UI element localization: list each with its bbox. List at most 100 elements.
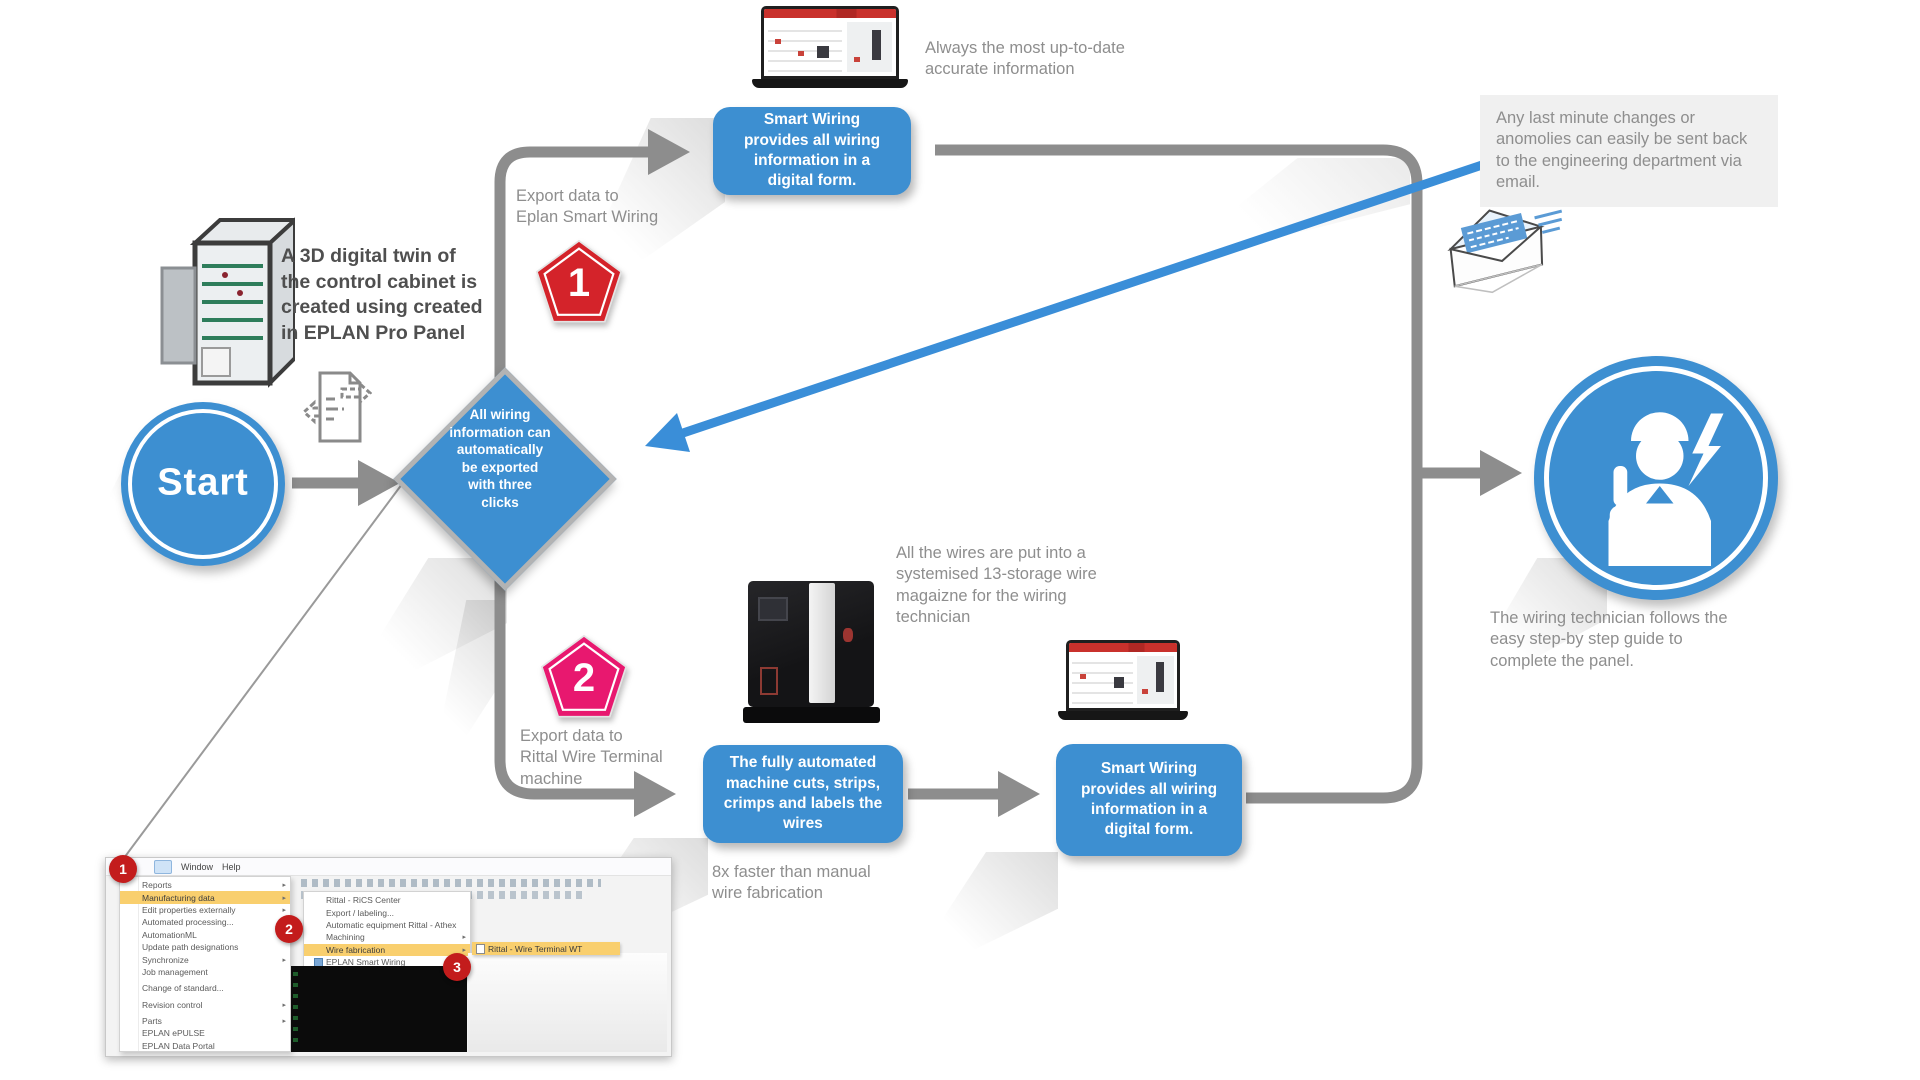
menu-item-label: Change of standard...	[142, 983, 224, 994]
menu-item-update-path-designations: Update path designations	[120, 941, 290, 953]
laptop-screen	[1065, 640, 1181, 712]
screenshot-sidepanel	[1137, 656, 1174, 705]
caption-8x-faster: 8x faster than manual wire fabrication	[712, 863, 871, 903]
smart-wiring-top-box: Smart Wiring provides all wiring informa…	[713, 107, 911, 195]
menu-item-label: AutomationML	[142, 929, 197, 940]
menubar-item-window: Window	[181, 861, 214, 872]
submenu-arrow-icon: ▸	[282, 1001, 286, 1009]
menu-item-job-management: Job management	[120, 966, 290, 978]
arrowhead-icon	[645, 413, 690, 452]
shadow-wedge	[425, 600, 500, 800]
laptop-base	[752, 78, 908, 88]
screenshot-block	[1114, 676, 1125, 688]
submenu-arrow-icon: ▸	[282, 894, 286, 902]
laptop-base	[1058, 711, 1188, 720]
submenu-arrow-icon: ▸	[282, 906, 286, 914]
laptop-screen	[761, 6, 899, 79]
badge-1: 1	[109, 855, 137, 883]
screenshot-header	[1068, 643, 1178, 653]
step-2-caption: Export data to Rittal Wire Terminal mach…	[520, 727, 663, 788]
email-icon	[1447, 209, 1563, 294]
arrowhead-icon	[1480, 450, 1522, 496]
menu-item-label: EPLAN ePULSE	[142, 1028, 205, 1039]
menu-item-parts: Parts▸	[120, 1015, 290, 1027]
submenu-arrow-icon: ▸	[462, 946, 466, 954]
submenu-item-export-labeling: Export / labeling...	[304, 906, 470, 918]
machine-red-detail	[843, 628, 854, 643]
start-node: Start	[121, 402, 285, 566]
screenshot-block	[871, 29, 881, 60]
menu-bar: Window Help	[106, 858, 671, 876]
menu-item-eplan-epulse: EPLAN ePULSE	[120, 1027, 290, 1039]
menubar-active-item	[154, 859, 172, 874]
data-export-icon	[301, 371, 372, 443]
menu-item-edit-properties-externally: Edit properties externally ▸	[120, 904, 290, 916]
technician-icon	[1608, 412, 1724, 566]
screenshot-dot	[774, 39, 781, 45]
step-1-caption: Export data to Eplan Smart Wiring	[516, 187, 659, 227]
shadow-wedge	[332, 558, 507, 713]
shadow-wedge	[1160, 158, 1410, 268]
screenshot-dot	[853, 57, 860, 63]
submenu-item-machining: Machining ▸	[304, 931, 470, 943]
menu-item-label: Export / labeling...	[326, 907, 395, 918]
smart-wiring-bottom-box: Smart Wiring provides all wiring informa…	[1056, 744, 1242, 856]
submenu-item-wire-fabrication: Wire fabrication ▸	[304, 943, 470, 956]
caption-up-to-date: Always the most up-to-date accurate info…	[925, 39, 1125, 79]
menu-item-label: Edit properties externally	[142, 904, 236, 915]
email-feedback-arrow	[681, 155, 1499, 438]
control-cabinet-image	[160, 217, 295, 388]
menu-item-synchronize: Synchronize▸	[120, 953, 290, 965]
screenshot-sidepanel	[847, 22, 892, 72]
caption-wire-magazine: All the wires are put into a systemised …	[896, 544, 1097, 627]
flyout-pane	[468, 953, 667, 1052]
wire-terminal-machine-image	[743, 575, 880, 723]
screenshot-block	[1155, 661, 1164, 692]
caption-digital-twin: A 3D digital twin of the control cabinet…	[281, 245, 483, 345]
menu-item-label: Wire fabrication	[326, 944, 386, 955]
arrowhead-icon	[358, 460, 400, 506]
menu-item-label: EPLAN Data Portal	[142, 1040, 215, 1051]
badge-2: 2	[275, 915, 303, 943]
caption-technician: The wiring technician follows the easy s…	[1490, 609, 1728, 670]
pentagon-shape	[540, 634, 628, 718]
menubar-item-help: Help	[222, 861, 241, 872]
canvas-green-marks	[293, 972, 298, 1046]
menu-item-label: Reports	[142, 880, 172, 891]
start-label: Start	[157, 461, 249, 504]
machine-base	[743, 707, 880, 723]
pentagon-shape	[535, 239, 623, 323]
arrowhead-icon	[998, 771, 1040, 817]
menu-item-label: Job management	[142, 966, 208, 977]
laptop-smart-wiring-top	[752, 6, 908, 88]
menu-item-label: Machining	[326, 932, 365, 943]
badge-3: 3	[443, 953, 471, 981]
screenshot-header	[764, 9, 896, 19]
menu-item-label: Manufacturing data	[142, 892, 215, 903]
menu-item-automationml: AutomationML	[120, 929, 290, 941]
submenu-arrow-icon: ▸	[282, 882, 286, 890]
machine-stripe	[808, 583, 836, 703]
technician-ring	[1544, 366, 1768, 590]
start-ring	[128, 409, 278, 559]
menu-item-label: Revision control	[142, 999, 203, 1010]
eplan-menu-screenshot: Window Help Reports▸Manufacturing data▸E…	[105, 855, 672, 1057]
menu-item-reports: Reports ▸	[120, 879, 290, 891]
screenshot-dot	[798, 50, 805, 56]
submenu-arrow-icon: ▸	[462, 934, 466, 942]
menu-item-change-of-standard: Change of standard...	[120, 982, 290, 994]
arrowhead-icon	[648, 129, 690, 175]
eplan-canvas	[291, 966, 467, 1052]
automated-machine-box: The fully automated machine cuts, strips…	[703, 745, 903, 843]
step-2-pentagon: 2	[540, 634, 628, 718]
machine-red-frame	[760, 666, 778, 695]
wiring-technician-node	[1534, 356, 1778, 600]
menu-item-manufacturing-data: Manufacturing data ▸	[120, 891, 290, 904]
screenshot-rows	[768, 22, 842, 72]
submenu-item-rittal-rics-center: Rittal - RiCS Center	[304, 894, 470, 906]
step-2-number: 2	[572, 656, 596, 701]
menu-item-label: EPLAN Smart Wiring	[326, 957, 406, 968]
screenshot-block	[816, 45, 829, 58]
step-1-number: 1	[567, 261, 591, 306]
